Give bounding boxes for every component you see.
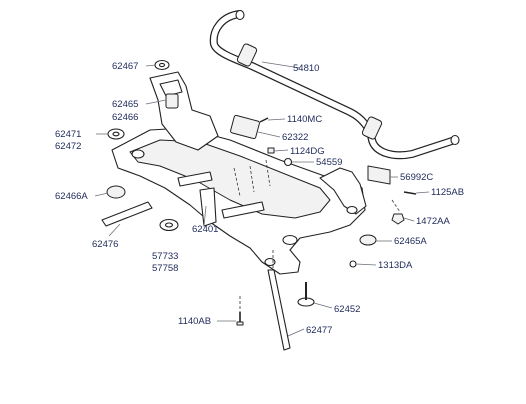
label-1140AB: 1140AB xyxy=(178,316,211,327)
label-1472AA: 1472AA xyxy=(416,216,450,227)
stabilizer-bar-54810 xyxy=(209,9,460,160)
label-62466A: 62466A xyxy=(55,191,88,202)
label-62476: 62476 xyxy=(92,239,118,250)
label-1140MC: 1140MC xyxy=(287,114,322,125)
label-54810: 54810 xyxy=(293,63,319,74)
label-54559: 54559 xyxy=(316,157,342,168)
label-62472: 62472 xyxy=(55,141,81,152)
label-56992C: 56992C xyxy=(400,172,433,183)
label-62477: 62477 xyxy=(306,325,332,336)
label-62467: 62467 xyxy=(112,61,138,72)
label-62322: 62322 xyxy=(282,132,308,143)
leader-lines xyxy=(94,61,430,337)
label-57733: 57733 xyxy=(152,251,178,262)
label-57758: 57758 xyxy=(152,263,178,274)
label-62471: 62471 xyxy=(55,129,81,140)
label-62465A: 62465A xyxy=(394,236,427,247)
small-parts xyxy=(101,59,417,351)
label-62401: 62401 xyxy=(192,224,218,235)
label-62466: 62466 xyxy=(112,112,138,123)
dashed-guides xyxy=(233,159,401,312)
label-1125AB: 1125AB xyxy=(431,187,464,198)
label-1124DG: 1124DG xyxy=(290,146,325,157)
label-1313DA: 1313DA xyxy=(378,260,413,271)
part-labels: 62467 54810 62465 62466 1140MC 62471 624… xyxy=(55,61,464,336)
subframe-62401 xyxy=(111,71,367,275)
label-62452: 62452 xyxy=(334,304,360,315)
label-62465: 62465 xyxy=(112,99,138,110)
